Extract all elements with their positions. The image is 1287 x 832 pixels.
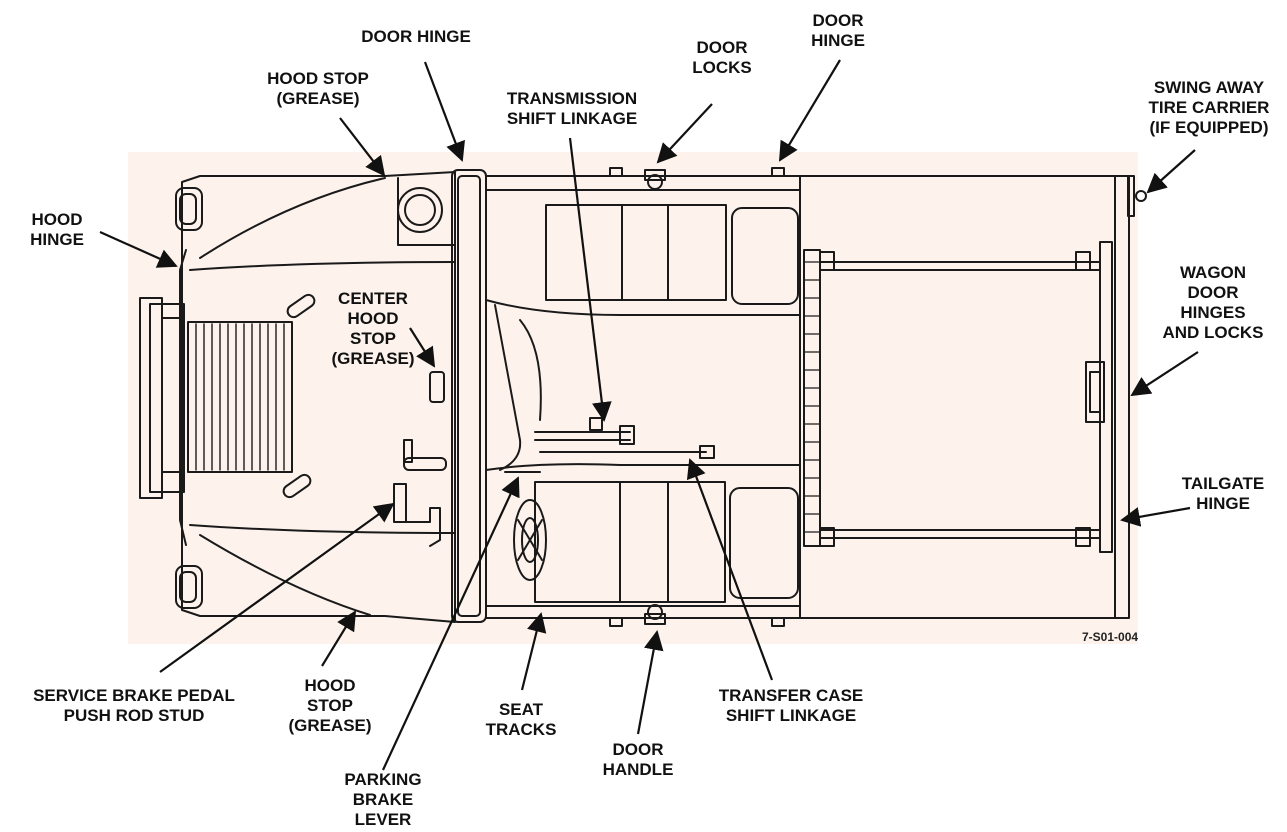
label-line: (GREASE) <box>288 716 372 735</box>
label-line: PARKING <box>344 770 422 789</box>
label-line: STOP <box>307 696 353 715</box>
label-door-handle: DOOR HANDLE <box>588 740 688 780</box>
vehicle-body <box>139 167 1147 627</box>
label-line: DOOR <box>1187 283 1239 302</box>
figure-id: 7-S01-004 <box>1082 630 1139 644</box>
label-line: SWING AWAY <box>1153 78 1265 97</box>
label-door-locks: DOOR LOCKS <box>672 38 772 78</box>
label-tailgate-hinge: TAILGATE HINGE <box>1160 474 1286 514</box>
label-line: SHIFT LINKAGE <box>506 109 638 128</box>
label-line: (IF EQUIPPED) <box>1149 118 1269 137</box>
label-hood-hinge: HOOD HINGE <box>12 210 102 250</box>
label-line: BRAKE <box>352 790 414 809</box>
label-line: SERVICE BRAKE PEDAL <box>33 686 235 705</box>
label-line: TRANSMISSION <box>506 89 638 108</box>
label-line: HANDLE <box>602 760 674 779</box>
label-line: LEVER <box>354 810 412 829</box>
label-hood-stop-bottom: HOOD STOP (GREASE) <box>270 676 390 736</box>
label-line: WAGON <box>1179 263 1247 282</box>
label-center-hood-stop: CENTER HOOD STOP (GREASE) <box>318 289 428 369</box>
label-line: TIRE CARRIER <box>1148 98 1270 117</box>
leader-arrows <box>99 59 1199 771</box>
label-door-hinge-front: DOOR HINGE <box>336 27 496 47</box>
label-line: HOOD STOP <box>267 69 369 88</box>
drawing-panel <box>128 152 1138 644</box>
label-transmission-shift-linkage: TRANSMISSION SHIFT LINKAGE <box>477 89 667 129</box>
label-line: HINGE <box>1196 494 1250 513</box>
label-swing-away-tire-carrier: SWING AWAY TIRE CARRIER (IF EQUIPPED) <box>1136 78 1282 138</box>
label-line: (GREASE) <box>276 89 360 108</box>
label-line: DOOR <box>812 11 864 30</box>
label-line: HOOD <box>304 676 356 695</box>
label-service-brake-pedal: SERVICE BRAKE PEDAL PUSH ROD STUD <box>4 686 264 726</box>
label-line: HOOD <box>347 309 399 328</box>
label-line: DOOR HINGE <box>361 27 471 46</box>
label-parking-brake-lever: PARKING BRAKE LEVER <box>318 770 448 830</box>
label-line: TRACKS <box>485 720 557 739</box>
label-line: STOP <box>350 329 396 348</box>
label-transfer-case-shift-linkage: TRANSFER CASE SHIFT LINKAGE <box>696 686 886 726</box>
label-line: LOCKS <box>692 58 752 77</box>
label-line: CENTER <box>338 289 408 308</box>
label-line: (GREASE) <box>331 349 415 368</box>
label-door-hinge-rear: DOOR HINGE <box>788 11 888 51</box>
label-line: TAILGATE <box>1181 474 1265 493</box>
label-line: DOOR <box>696 38 748 57</box>
label-hood-stop-top: HOOD STOP (GREASE) <box>248 69 388 109</box>
label-line: SEAT <box>498 700 544 719</box>
label-line: HINGE <box>811 31 865 50</box>
label-line: HOOD <box>31 210 83 229</box>
label-seat-tracks: SEAT TRACKS <box>466 700 576 740</box>
label-line: HINGE <box>30 230 84 249</box>
label-line: PUSH ROD STUD <box>63 706 205 725</box>
label-line: SHIFT LINKAGE <box>725 706 857 725</box>
label-line: DOOR <box>612 740 664 759</box>
label-line: AND LOCKS <box>1162 323 1264 342</box>
label-line: HINGES <box>1180 303 1246 322</box>
label-wagon-door-hinges: WAGON DOOR HINGES AND LOCKS <box>1140 263 1286 343</box>
label-line: TRANSFER CASE <box>718 686 864 705</box>
